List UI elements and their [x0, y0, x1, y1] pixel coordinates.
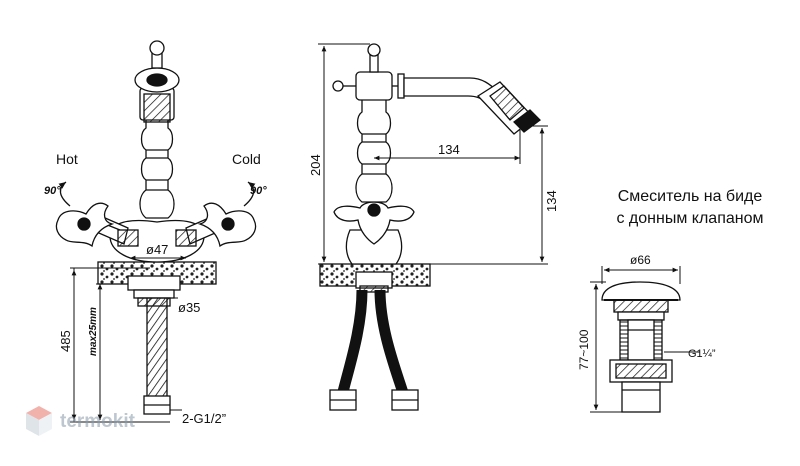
label-angle-right: 90°: [250, 185, 267, 197]
label-diam-47: ø47: [146, 242, 168, 257]
side-view: [319, 43, 541, 411]
label-thread: 2-G1/2”: [182, 411, 226, 426]
front-column: [139, 117, 175, 219]
label-diam-66: ø66: [630, 253, 651, 267]
label-hot: Hot: [56, 151, 78, 167]
front-nozzle: [143, 93, 171, 123]
side-top-block: [355, 71, 393, 101]
label-height-204: 204: [308, 154, 323, 176]
drain-valve: [601, 281, 681, 413]
side-body: [345, 229, 403, 265]
side-dimensions: [318, 43, 548, 265]
label-angle-left: 90°: [44, 185, 61, 197]
drain-cap: [601, 281, 681, 301]
side-finial: [367, 43, 381, 57]
front-dimensions: [70, 255, 186, 423]
drain-dimensions: [590, 266, 700, 413]
front-view: [55, 40, 257, 415]
drain-tube: [621, 381, 661, 413]
side-spout-head: [489, 85, 525, 121]
label-range-77-100: 77~100: [577, 329, 591, 370]
label-reach-134: 134: [438, 142, 460, 157]
label-height-485: 485: [58, 330, 73, 352]
watermark-logo-icon: [26, 406, 52, 436]
product-title: Смеситель на биде с донным клапаном: [590, 186, 790, 230]
label-diam-35: ø35: [178, 300, 200, 315]
watermark-text: termokit: [60, 411, 135, 432]
label-max25: max25mm: [88, 307, 99, 356]
label-g114: G1¼”: [688, 348, 716, 360]
front-finial: [149, 40, 165, 56]
watermark: termokit: [24, 404, 135, 440]
label-cold: Cold: [232, 151, 261, 167]
label-height-134: 134: [544, 190, 559, 212]
product-title-line1: Смеситель на биде: [617, 188, 763, 205]
side-column: [355, 97, 393, 203]
side-handle: [333, 201, 415, 245]
product-title-line2: с донным клапаном: [616, 210, 764, 227]
